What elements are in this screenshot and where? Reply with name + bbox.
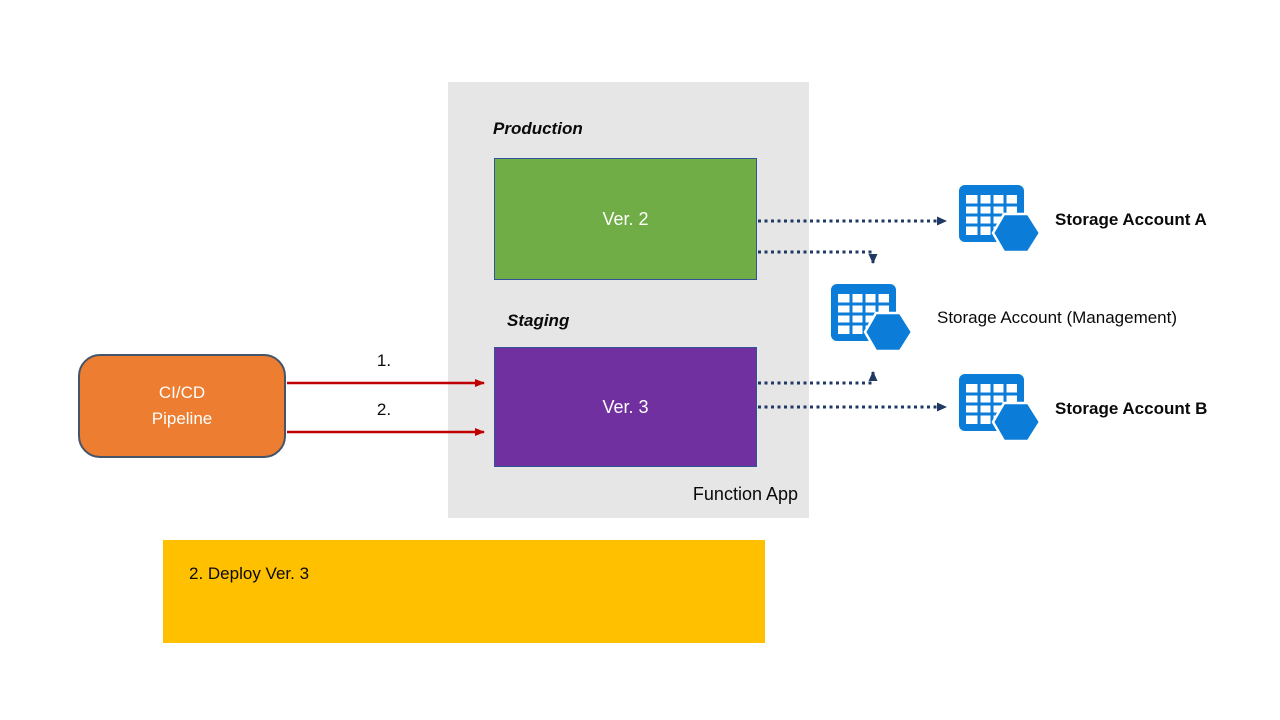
step-2-label: 2. <box>376 400 392 419</box>
deploy-note-label: 2. Deploy Ver. 3 <box>189 564 310 583</box>
storage-account-b-label: Storage Account B <box>1055 399 1208 418</box>
production-version-label: Ver. 2 <box>602 208 649 229</box>
storage-account-b-icon <box>959 374 1042 443</box>
step-1-label: 1. <box>376 351 392 370</box>
storage-account-a-icon <box>959 185 1042 254</box>
staging-slot-title: Staging <box>507 311 570 330</box>
production-slot-box: Ver. 2 <box>494 158 757 280</box>
staging-version-label: Ver. 3 <box>602 396 649 417</box>
staging-slot-box: Ver. 3 <box>494 347 757 467</box>
cicd-pipeline-box: CI/CD Pipeline <box>78 354 286 458</box>
function-app-label: Function App <box>692 484 798 504</box>
storage-account-management-label: Storage Account (Management) <box>937 308 1178 327</box>
pipeline-label-line1: CI/CD <box>158 382 206 402</box>
pipeline-label-line2: Pipeline <box>151 409 213 428</box>
deploy-note-box: 2. Deploy Ver. 3 <box>163 540 765 643</box>
storage-account-a-label: Storage Account A <box>1055 210 1207 229</box>
storage-account-management-icon <box>831 284 914 353</box>
production-slot-title: Production <box>493 119 583 138</box>
